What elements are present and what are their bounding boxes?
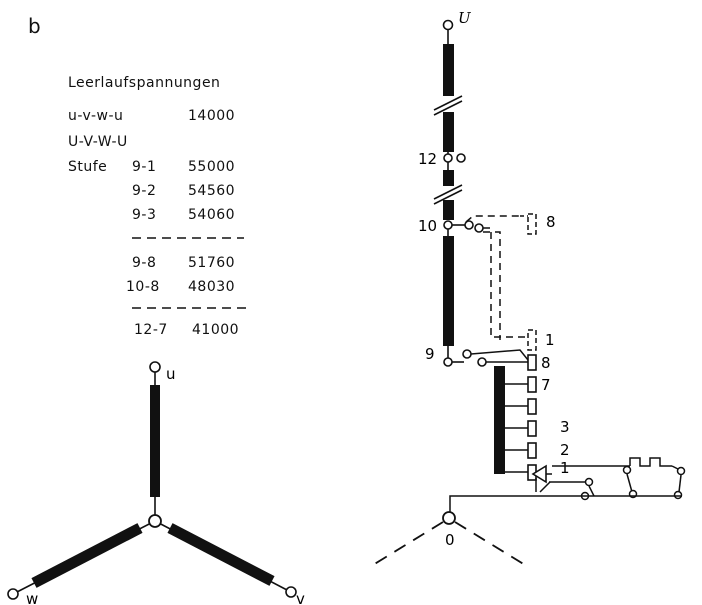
switch-blade [678,474,682,493]
tap-label: 7 [541,376,551,394]
label-U: U [458,9,472,27]
row-uvwu-lower-value: 14000 [188,108,236,124]
row-step: 12-7 [134,322,168,338]
winding-segment [443,236,454,346]
tap-9-terminal [443,357,453,367]
tap-contact-8 [527,354,537,371]
tap-12-terminal [443,153,453,163]
row-value: 54060 [188,207,236,223]
switch-contact [584,477,594,487]
neutral-point [442,511,456,525]
star-point [148,514,162,528]
low-voltage-star: u v w [7,361,305,605]
tap-10-contact [464,220,474,230]
winding-segment [443,200,454,220]
high-voltage-winding: 8 1 8 7 3 [367,9,686,569]
tap-contact-2 [527,442,537,459]
tap-10-contact [474,223,484,233]
row-value: 48030 [188,279,236,295]
phase-dashed-lead [454,521,531,569]
figure-label: b [28,14,42,38]
tap-9-contact [462,349,472,359]
dashed-tap-1 [527,329,537,351]
regulating-winding [494,366,505,474]
phase-dashed-lead [367,521,444,569]
label-v: v [296,590,305,605]
winding-segment [443,112,454,152]
row-value: 41000 [192,322,240,338]
dashed-lead [465,215,520,223]
dashed-tap-8 [527,213,537,235]
terminal-v [285,586,297,598]
tap-10-terminal [443,220,453,230]
row-step: 9-1 [132,159,157,175]
winding-w [31,523,143,588]
stufe-label: Stufe [68,159,108,175]
row-step: 9-3 [132,207,157,223]
dashed-lead [483,227,528,338]
label-tap-10: 10 [418,217,437,235]
tap-12-contact [456,153,466,163]
switch-contact [676,466,686,476]
table-title: Leerlaufspannungen [68,75,221,91]
break-mark [433,184,463,200]
label-tap-9: 9 [425,345,435,363]
row-uvwu-lower-label: u-v-w-u [68,108,124,124]
tap-label: 8 [541,354,551,372]
winding-v [167,523,275,586]
tap-contact [527,398,537,415]
switch-blade [626,473,633,493]
break-mark [433,100,463,116]
diverter-resistor [629,457,672,467]
tap-label: 2 [560,441,570,459]
row-value: 54560 [188,183,236,199]
neutral-return-lead [449,495,682,512]
label-neutral: 0 [445,531,455,549]
tap-label: 3 [560,418,570,436]
break-mark [433,189,463,205]
tap-contact-3 [527,420,537,437]
switch-blade [588,485,595,497]
row-value: 55000 [188,159,236,175]
terminal-w [7,588,19,600]
winding-segment [443,170,454,186]
label-u: u [166,365,176,383]
row-step: 9-8 [132,255,157,271]
tap-contact-7 [527,376,537,393]
terminal-u [149,361,161,373]
label-w: w [26,590,38,605]
switch-contact [673,490,683,500]
dashed-label-1: 1 [545,331,555,349]
winding-u [150,385,160,497]
label-tap-12: 12 [418,150,437,168]
switch-contact [622,465,632,475]
row-step: 9-2 [132,183,157,199]
row-step: 10-8 [126,279,160,295]
break-mark [433,95,463,111]
row-uvwu-upper-label: U-V-W-U [68,134,128,150]
dashed-label-8: 8 [546,213,556,231]
winding-segment [443,44,454,96]
terminal-U [442,19,454,31]
row-value: 51760 [188,255,236,271]
tap-9-contact [477,357,487,367]
tap-label: 1 [560,459,570,477]
